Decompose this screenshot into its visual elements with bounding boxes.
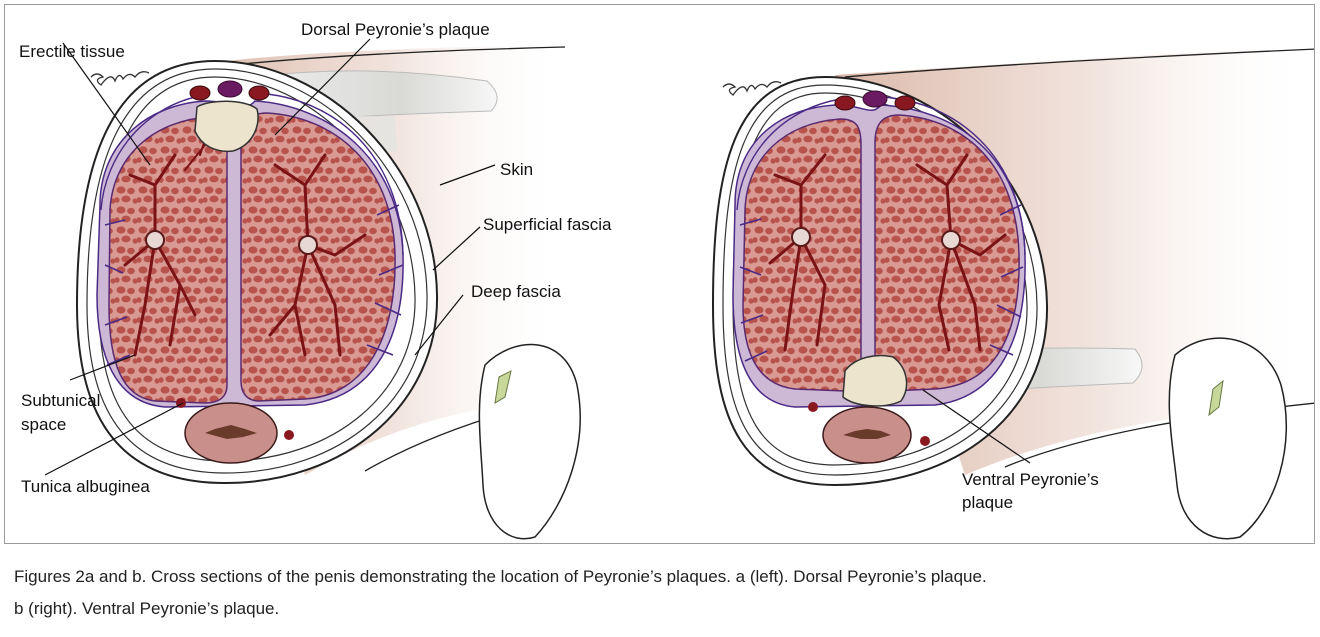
left-vessel-small-b: [808, 402, 818, 412]
right-vessel-small-b: [920, 436, 930, 446]
figure-caption: Figures 2a and b. Cross sections of the …: [14, 561, 1304, 625]
label-superficial-fascia: Superficial fascia: [483, 215, 612, 234]
side-view-silhouette-b: [1169, 338, 1286, 539]
figure-illustration: Dorsal Peyronie’s plaque Erectile tissue…: [5, 5, 1315, 544]
left-cavernosal-artery-b: [792, 228, 810, 246]
artist-signature: [91, 72, 149, 85]
caption-line-1: Figures 2a and b. Cross sections of the …: [14, 561, 1304, 593]
figure-frame: Dorsal Peyronie’s plaque Erectile tissue…: [4, 4, 1315, 544]
label-dorsal-plaque: Dorsal Peyronie’s plaque: [301, 20, 490, 39]
caption-line-2: b (right). Ventral Peyronie’s plaque.: [14, 593, 1304, 625]
panel-b-cross-section: [713, 45, 1315, 539]
label-skin: Skin: [500, 160, 533, 179]
ventral-plaque: [843, 356, 907, 406]
left-corpus-cavernosum: [109, 117, 227, 403]
right-vessel-small: [284, 430, 294, 440]
label-ventral-plaque-1: Ventral Peyronie’s: [962, 470, 1099, 489]
label-ventral-plaque-2: plaque: [962, 493, 1013, 512]
label-erectile-tissue: Erectile tissue: [19, 42, 125, 61]
right-cavernosal-artery: [299, 236, 317, 254]
right-cavernosal-artery-b: [942, 231, 960, 249]
label-subtunical-space-1: Subtunical: [21, 391, 100, 410]
left-corpus-cavernosum-b: [743, 119, 861, 391]
label-tunica-albuginea: Tunica albuginea: [21, 477, 150, 496]
label-subtunical-space-2: space: [21, 415, 66, 434]
left-cavernosal-artery: [146, 231, 164, 249]
side-view-silhouette: [479, 345, 580, 539]
label-deep-fascia: Deep fascia: [471, 282, 561, 301]
